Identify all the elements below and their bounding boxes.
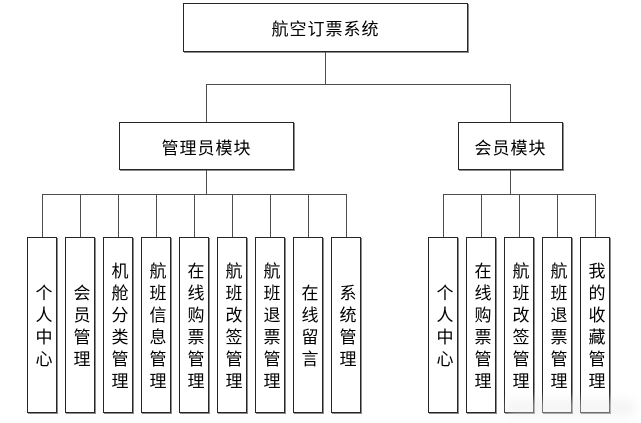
connector-line xyxy=(308,194,309,237)
leaf-online-ticketing-management-admin: 在线购票管理 xyxy=(179,237,209,413)
leaf-label: 会员管理 xyxy=(70,283,90,372)
leaf-label: 在线留言 xyxy=(298,283,318,372)
connector-line xyxy=(510,170,511,194)
connector-line xyxy=(156,194,157,237)
connector-line xyxy=(510,84,511,122)
leaf-member-management: 会员管理 xyxy=(65,237,95,413)
connector-line xyxy=(232,194,233,237)
leaf-system-management: 系统管理 xyxy=(331,237,361,413)
connector-line xyxy=(346,194,347,237)
root-node: 航空订票系统 xyxy=(183,3,468,52)
member-module-node: 会员模块 xyxy=(458,122,563,170)
admin-module-label: 管理员模块 xyxy=(161,138,252,158)
leaf-label: 个人中心 xyxy=(433,283,453,372)
admin-module-node: 管理员模块 xyxy=(119,122,294,170)
leaf-flight-rebooking-management-member: 航班改签管理 xyxy=(504,237,534,413)
leaf-online-message: 在线留言 xyxy=(293,237,323,413)
connector-line xyxy=(557,194,558,237)
leaf-label: 航班信息管理 xyxy=(146,261,166,394)
leaf-label: 航班退票管理 xyxy=(260,261,280,394)
leaf-my-favorites-management: 我的收藏管理 xyxy=(580,237,610,413)
connector-line xyxy=(42,194,43,237)
watermark-remnant xyxy=(505,399,635,417)
connector-line xyxy=(270,194,271,237)
leaf-label: 机舱分类管理 xyxy=(108,261,128,394)
connector-line xyxy=(595,194,596,237)
leaf-label: 在线购票管理 xyxy=(471,261,491,394)
leaf-label: 在线购票管理 xyxy=(184,261,204,394)
leaf-label: 我的收藏管理 xyxy=(585,261,605,394)
leaf-flight-info-management: 航班信息管理 xyxy=(141,237,171,413)
member-module-label: 会员模块 xyxy=(474,138,547,158)
leaf-personal-center-member: 个人中心 xyxy=(428,237,458,413)
connector-line xyxy=(118,194,119,237)
connector-line xyxy=(481,194,482,237)
connector-line xyxy=(519,194,520,237)
leaf-flight-refund-management-member: 航班退票管理 xyxy=(542,237,572,413)
leaf-online-ticketing-management-member: 在线购票管理 xyxy=(466,237,496,413)
leaf-cabin-category-management: 机舱分类管理 xyxy=(103,237,133,413)
leaf-label: 航班退票管理 xyxy=(547,261,567,394)
leaf-label: 航班改签管理 xyxy=(509,261,529,394)
connector-line xyxy=(194,194,195,237)
connector-line xyxy=(206,84,511,85)
connector-line xyxy=(325,52,326,84)
connector-line xyxy=(80,194,81,237)
leaf-flight-refund-management-admin: 航班退票管理 xyxy=(255,237,285,413)
connector-line xyxy=(206,84,207,122)
leaf-personal-center-admin: 个人中心 xyxy=(27,237,57,413)
connector-line xyxy=(206,170,207,194)
leaf-label: 系统管理 xyxy=(336,283,356,372)
leaf-label: 航班改签管理 xyxy=(222,261,242,394)
root-node-label: 航空订票系统 xyxy=(271,20,380,39)
leaf-label: 个人中心 xyxy=(32,283,52,372)
leaf-flight-rebooking-management-admin: 航班改签管理 xyxy=(217,237,247,413)
connector-line xyxy=(443,194,444,237)
